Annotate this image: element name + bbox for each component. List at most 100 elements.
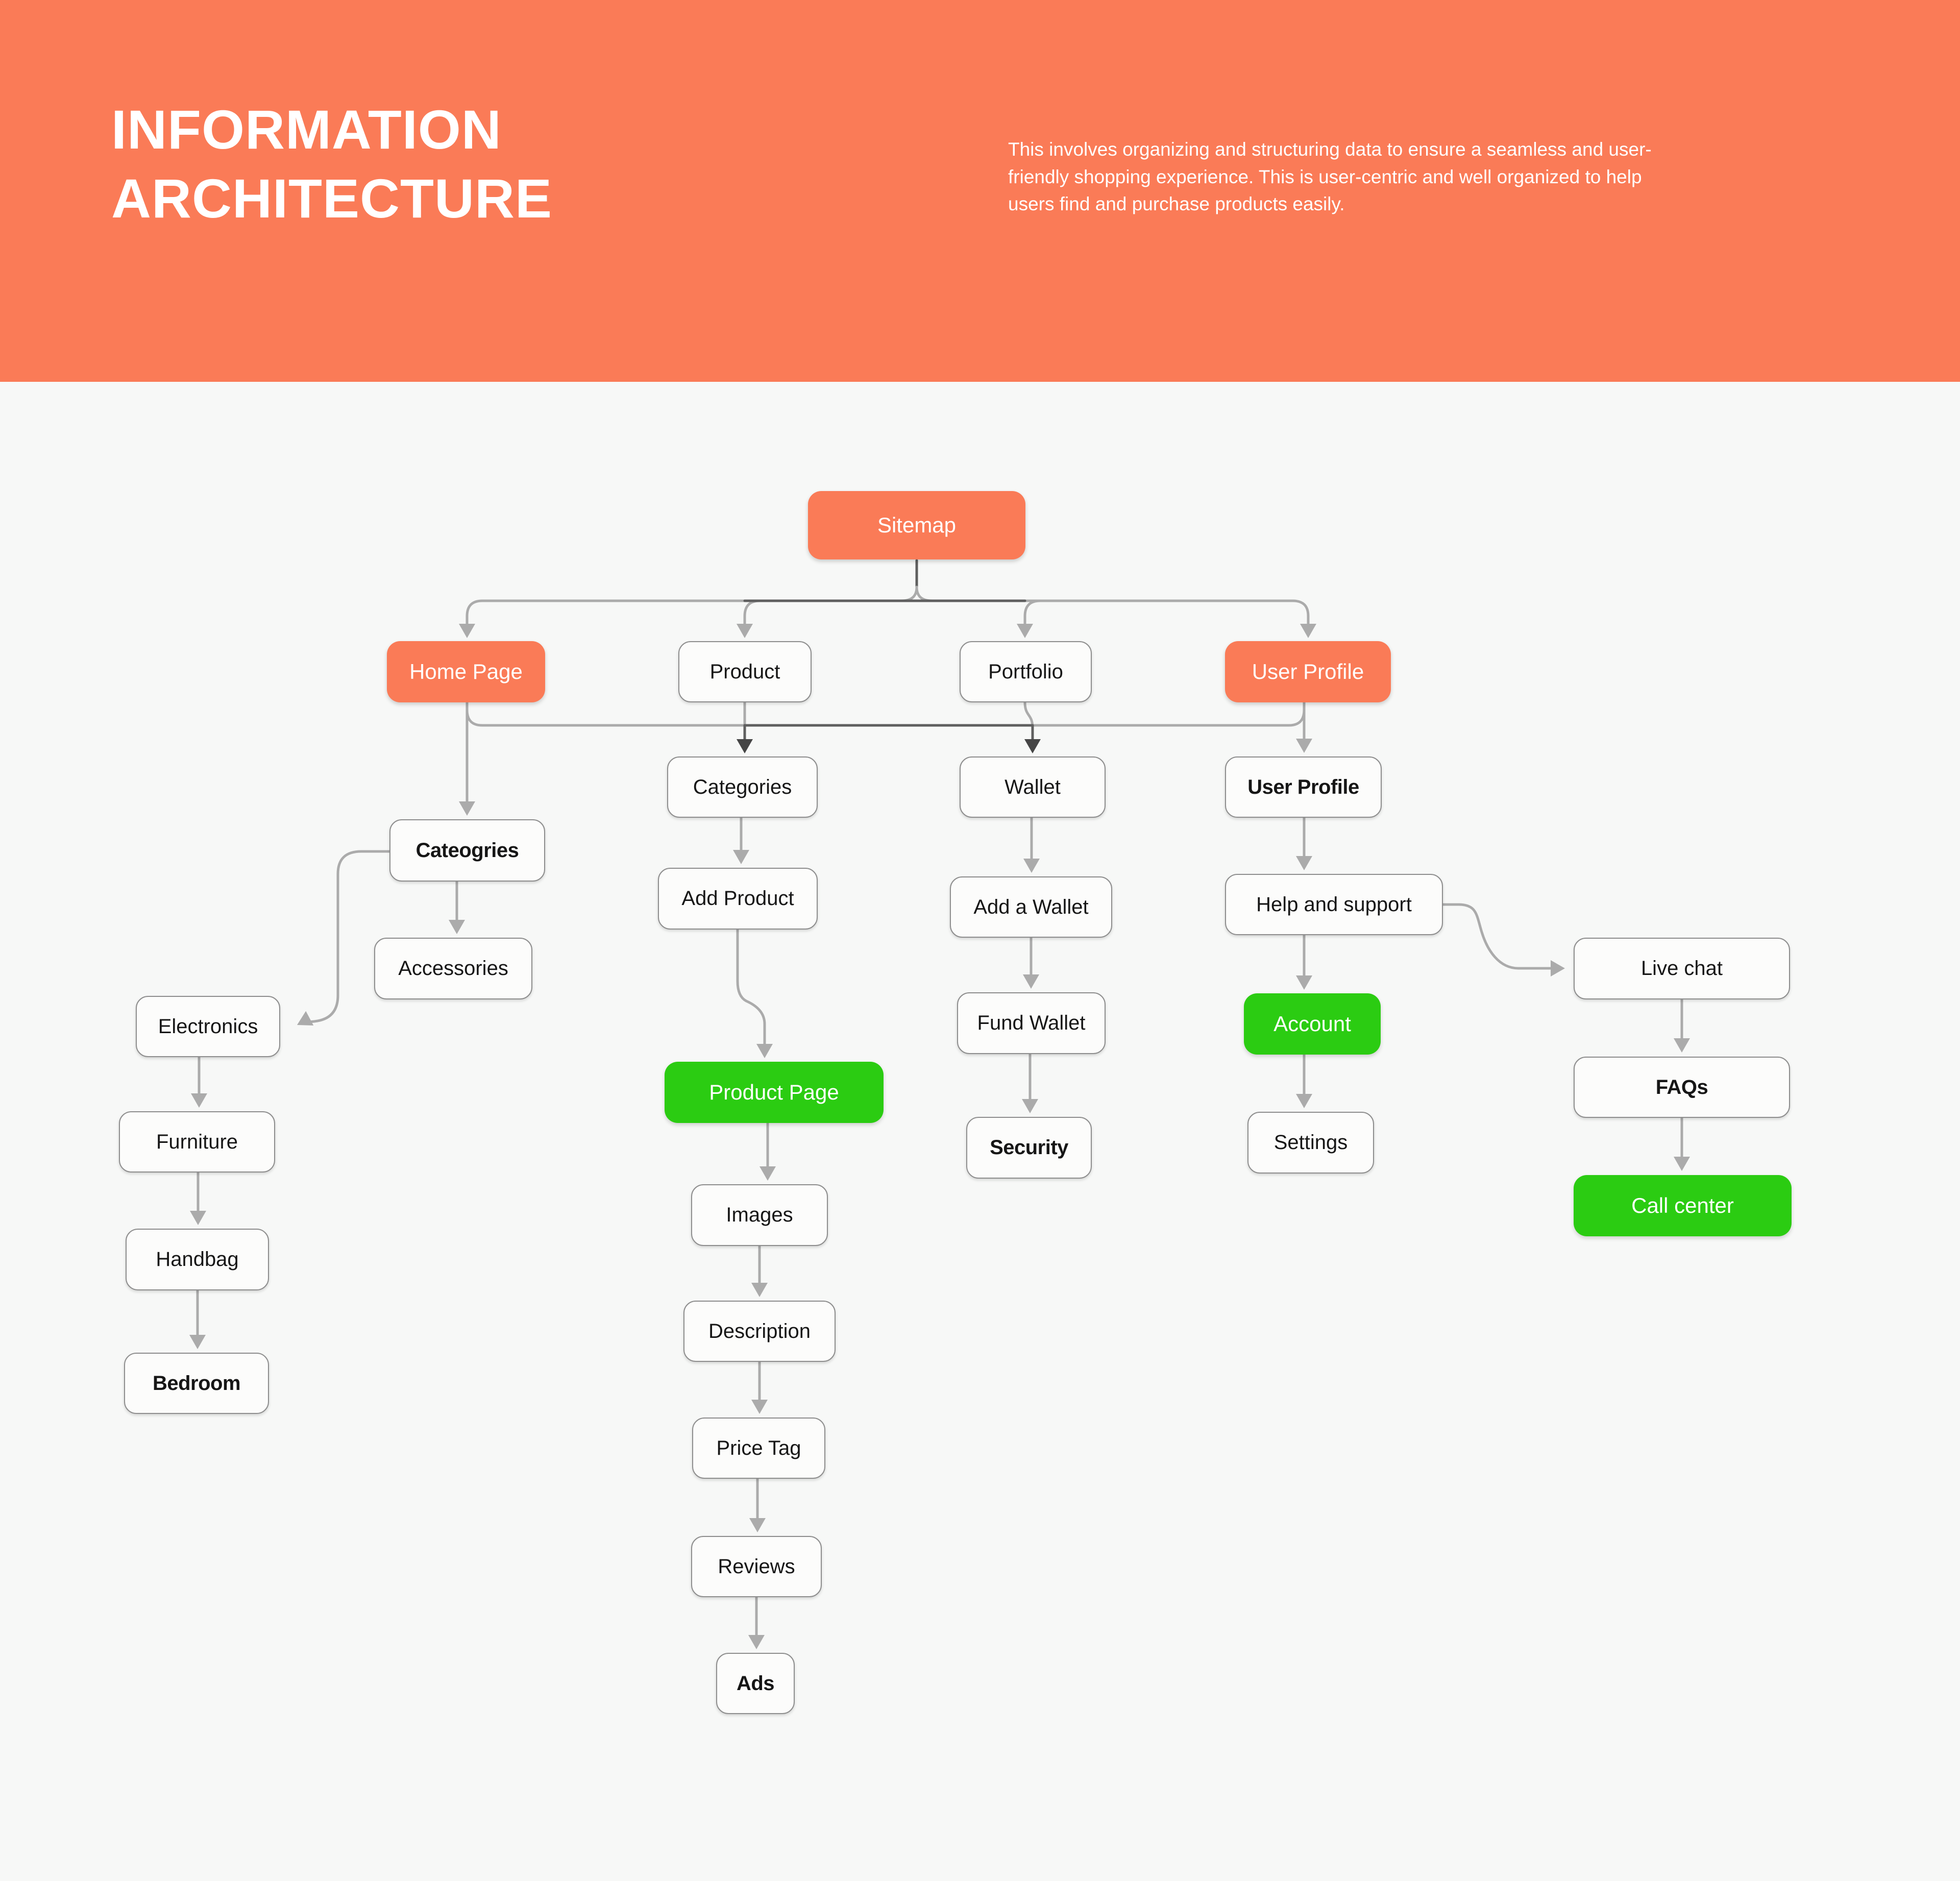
node-label: Price Tag	[716, 1436, 801, 1459]
arrowhead	[1296, 1094, 1312, 1108]
arrowhead	[459, 624, 475, 638]
node-categories: Categories	[667, 756, 818, 818]
edge-midbus	[465, 701, 1306, 727]
edge-topbus-drop-portfolio	[1023, 599, 1042, 628]
node-faqs: FAQs	[1574, 1057, 1790, 1118]
arrowhead	[749, 1518, 766, 1532]
node-label: Cateogries	[415, 839, 519, 862]
arrowhead	[751, 1283, 768, 1297]
node-call-center: Call center	[1574, 1175, 1792, 1236]
edge-topbus-drop-product	[743, 599, 762, 628]
arrowhead	[748, 1635, 765, 1649]
edge-cateogries-electronics	[303, 850, 391, 1024]
node-label: Account	[1273, 1012, 1351, 1036]
node-label: Call center	[1631, 1193, 1734, 1217]
arrowhead	[760, 1166, 776, 1181]
arrowhead	[1296, 975, 1312, 990]
node-label: User Profile	[1247, 775, 1359, 798]
node-description: Description	[683, 1301, 836, 1362]
edge-topbus-right	[915, 585, 1310, 628]
node-label: Electronics	[158, 1015, 258, 1038]
node-portfolio: Portfolio	[960, 641, 1092, 702]
node-label: Reviews	[718, 1555, 795, 1578]
node-label: Images	[726, 1204, 793, 1226]
node-accessories: Accessories	[374, 938, 532, 999]
header-description-line: users find and purchase products easily.	[1008, 193, 1345, 215]
arrowhead	[297, 1011, 314, 1025]
node-label: Ads	[736, 1672, 775, 1695]
arrowhead	[1023, 859, 1040, 873]
header-description: This involves organizing and structuring…	[1008, 136, 1835, 218]
page-title-line1: INFORMATION	[111, 99, 502, 160]
arrowhead	[1017, 624, 1033, 638]
node-label: Fund Wallet	[977, 1012, 1086, 1034]
header-description-line: friendly shopping experience. This is us…	[1008, 166, 1642, 187]
node-label: Handbag	[156, 1248, 239, 1271]
node-fund-wallet: Fund Wallet	[957, 992, 1106, 1054]
node-label: Portfolio	[988, 660, 1063, 683]
node-label: Wallet	[1004, 775, 1061, 798]
node-furniture: Furniture	[119, 1111, 275, 1172]
header-description-line: This involves organizing and structuring…	[1008, 139, 1652, 160]
node-electronics: Electronics	[136, 996, 280, 1057]
node-label: Categories	[693, 775, 792, 798]
node-label: Add a Wallet	[973, 895, 1089, 918]
node-label: Help and support	[1256, 893, 1412, 916]
edge-topbus-left	[465, 585, 918, 628]
arrowhead	[1300, 624, 1316, 638]
node-cateogries: Cateogries	[389, 819, 545, 882]
node-settings: Settings	[1247, 1112, 1374, 1174]
edge-help-livechat	[1441, 903, 1555, 970]
node-label: User Profile	[1252, 659, 1364, 683]
node-label: Security	[990, 1136, 1068, 1159]
node-reviews: Reviews	[691, 1536, 822, 1597]
arrowhead	[190, 1211, 206, 1225]
arrowhead	[1551, 960, 1565, 976]
page-title: INFORMATION ARCHITECTURE	[111, 95, 552, 233]
arrowhead	[1024, 739, 1041, 753]
node-security: Security	[966, 1117, 1092, 1179]
node-product-page: Product Page	[665, 1062, 884, 1123]
node-handbag: Handbag	[126, 1229, 269, 1290]
node-help-and-support: Help and support	[1225, 874, 1443, 935]
arrowhead	[751, 1400, 768, 1414]
arrowhead	[1296, 739, 1312, 753]
arrowhead	[1022, 1099, 1038, 1113]
node-images: Images	[691, 1184, 828, 1246]
header-banner: INFORMATION ARCHITECTURE This involves or…	[0, 0, 1960, 382]
arrowhead	[1023, 974, 1039, 989]
node-home-page: Home Page	[387, 641, 545, 702]
node-label: Accessories	[398, 957, 508, 980]
node-label: Live chat	[1640, 957, 1723, 980]
node-price-tag: Price Tag	[692, 1418, 825, 1479]
node-label: Product Page	[709, 1080, 839, 1104]
node-label: Furniture	[156, 1130, 238, 1153]
arrowhead	[737, 739, 753, 753]
node-label: Add Product	[681, 887, 794, 910]
arrowhead	[1296, 856, 1312, 870]
node-add-a-wallet: Add a Wallet	[950, 876, 1112, 938]
node-label: Home Page	[409, 659, 523, 683]
arrowhead	[459, 801, 475, 816]
arrowhead	[191, 1093, 207, 1108]
arrowhead	[733, 850, 749, 864]
arrowhead	[449, 920, 465, 934]
node-user-profile-main: User Profile	[1225, 641, 1391, 702]
node-label: Description	[708, 1320, 811, 1342]
node-user-profile-sub: User Profile	[1225, 756, 1382, 818]
node-wallet: Wallet	[960, 756, 1106, 818]
page-title-line2: ARCHITECTURE	[111, 167, 552, 229]
edge-addproduct-productpage	[736, 928, 766, 1048]
arrowhead	[189, 1335, 206, 1349]
arrowhead	[737, 624, 753, 638]
node-label: Product	[709, 660, 780, 683]
node-label: Sitemap	[877, 513, 957, 537]
node-ads: Ads	[716, 1653, 795, 1714]
node-live-chat: Live chat	[1574, 938, 1790, 999]
node-add-product: Add Product	[658, 868, 818, 930]
arrowhead	[1674, 1038, 1690, 1053]
node-label: Settings	[1273, 1131, 1348, 1154]
node-bedroom: Bedroom	[124, 1353, 269, 1414]
